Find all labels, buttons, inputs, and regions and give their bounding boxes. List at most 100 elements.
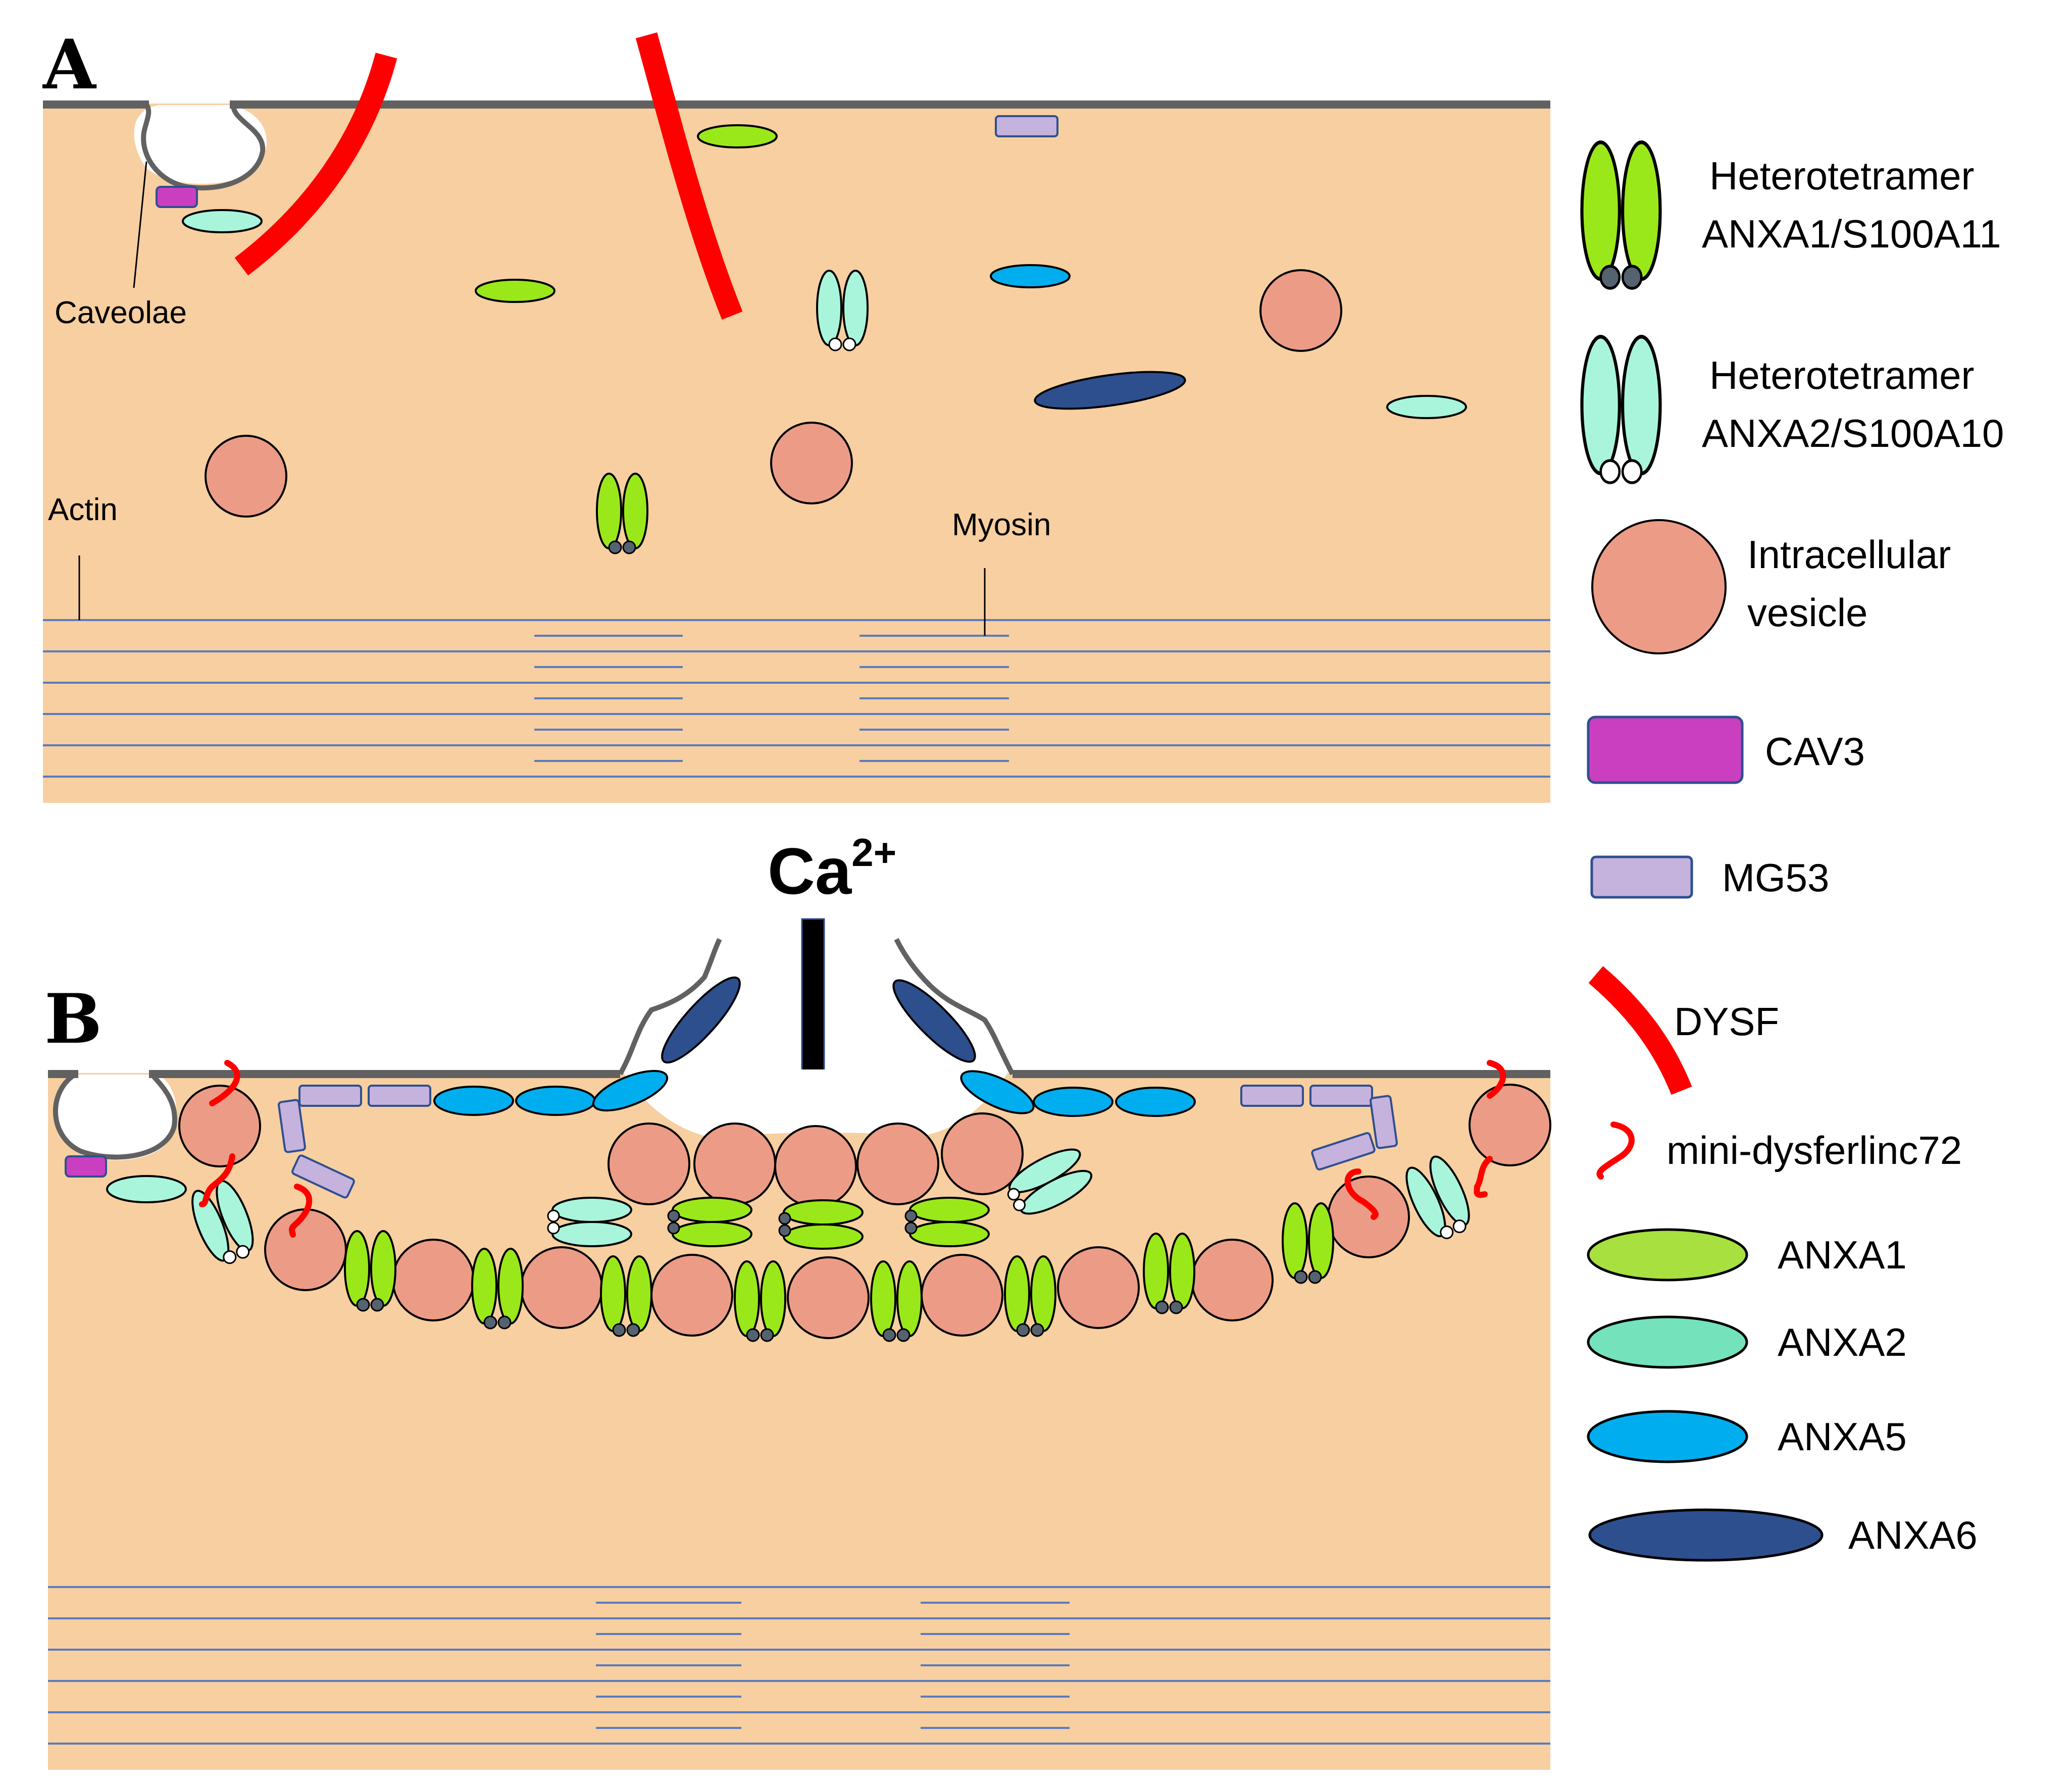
legend-anxa2-label: ANXA2 xyxy=(1778,1320,1907,1364)
legend-mini-dysferlin: mini-dysferlinc72 xyxy=(1596,1121,1962,1180)
vesicle-a-3 xyxy=(770,422,853,504)
vesicle-a-1 xyxy=(1259,269,1342,352)
caveolae-label: Caveolae xyxy=(55,295,187,330)
legend-anxa2: ANXA2 xyxy=(1587,1315,1907,1369)
caveola-b xyxy=(56,1075,177,1160)
mg53-b-4 xyxy=(1309,1085,1373,1107)
legend-dysf-icon xyxy=(1588,966,1692,1095)
membrane-wound xyxy=(621,1069,1010,1139)
vesicle-b-5 xyxy=(520,1246,603,1329)
vesicle-a-2 xyxy=(205,435,287,518)
legend-dysf: DYSF xyxy=(1588,966,1779,1095)
anxa5-b-3 xyxy=(592,1069,669,1112)
cav3-a xyxy=(156,186,198,208)
legend-vesicle-icon xyxy=(1591,519,1727,654)
legend-vesicle-line1: Intracellular xyxy=(1747,532,1951,577)
vesicle-b-2 xyxy=(1469,1084,1551,1166)
mg53-b-6 xyxy=(291,1154,355,1199)
torn-membrane-right xyxy=(894,938,1015,1076)
vesicle-b-4 xyxy=(392,1239,475,1321)
calcium-arrow-shaft xyxy=(801,918,825,1074)
legend-hetero1-line1: Heterotetramer xyxy=(1709,154,1975,198)
vesicle-b-6 xyxy=(650,1254,733,1337)
myosin-label: Myosin xyxy=(952,507,1051,542)
anxa1-a-1 xyxy=(697,124,778,148)
anxa5-b-2 xyxy=(515,1086,596,1116)
actin-label: Actin xyxy=(48,492,118,527)
panel-a: Caveolae Actin Myosin A xyxy=(42,24,1550,803)
anxa5-a xyxy=(990,264,1071,288)
caveola-outline-a xyxy=(141,103,266,191)
sarcomere-filaments-a xyxy=(43,619,1550,778)
mini-dysferlin-group xyxy=(199,1060,1506,1238)
anxa6-a xyxy=(1034,371,1186,410)
caveola-a xyxy=(134,105,267,184)
legend-anxa2-icon xyxy=(1587,1315,1748,1369)
calcium-label: Ca2+ xyxy=(768,830,896,908)
anxa5-b-6 xyxy=(1115,1087,1196,1117)
mg53-b-2 xyxy=(368,1085,431,1107)
panel-b-letter: B xyxy=(44,979,102,1059)
mg53-b-1 xyxy=(298,1085,362,1107)
dysf-a-1 xyxy=(234,53,397,276)
legend-minidysf-label: mini-dysferlinc72 xyxy=(1666,1128,1962,1172)
cav3-b xyxy=(65,1155,107,1178)
legend-vesicle-line2: vesicle xyxy=(1747,590,1867,635)
anxa5-b-5 xyxy=(1033,1087,1114,1117)
anxa2-a-2 xyxy=(1386,395,1467,419)
legend-heterotetramer-anxa2: Heterotetramer ANXA2/S100A10 xyxy=(1582,337,2004,483)
legend-hetero2-line1: Heterotetramer xyxy=(1709,353,1975,397)
legend-heterotetramer-anxa1: Heterotetramer ANXA1/S100A11 xyxy=(1582,142,2001,288)
legend-mg53: MG53 xyxy=(1590,855,1829,900)
mini-dysferlin-b-6 xyxy=(1344,1168,1379,1220)
anxa2-b-1 xyxy=(106,1175,187,1203)
legend-heterotetramer-anxa2-icon xyxy=(1582,337,1660,483)
vesicle-b-11 xyxy=(1327,1176,1410,1258)
caveola-outline-b xyxy=(53,1071,177,1160)
legend-anxa6-icon xyxy=(1588,1508,1824,1562)
legend-anxa1: ANXA1 xyxy=(1587,1228,1907,1282)
legend-hetero1-line2: ANXA1/S100A11 xyxy=(1702,212,2001,256)
mg53-b-7 xyxy=(1370,1095,1398,1149)
legend-anxa5-icon xyxy=(1587,1410,1748,1463)
caveolae-pointer xyxy=(133,161,147,288)
panel-b: B xyxy=(44,938,1551,1770)
mini-dysferlin-b-5 xyxy=(1474,1156,1493,1198)
vesicle-b-14 xyxy=(774,1125,857,1208)
legend-mg53-icon xyxy=(1590,855,1693,899)
legend-cav3-icon xyxy=(1587,716,1744,784)
vesicle-b-13 xyxy=(693,1122,776,1205)
legend-vesicle: Intracellular vesicle xyxy=(1591,519,1951,654)
legend-anxa5: ANXA5 xyxy=(1587,1410,1907,1463)
legend-anxa6-label: ANXA6 xyxy=(1848,1513,1978,1557)
vesicle-b-3 xyxy=(264,1208,347,1291)
mini-dysferlin-b-3 xyxy=(289,1184,313,1238)
legend-hetero2-line2: ANXA2/S100A10 xyxy=(1702,411,2004,455)
mg53-b-8 xyxy=(1311,1132,1376,1171)
anxa6-b-right xyxy=(892,979,976,1063)
mg53-a xyxy=(995,115,1058,137)
vesicle-b-9 xyxy=(1057,1246,1140,1329)
legend-anxa6: ANXA6 xyxy=(1588,1508,1978,1562)
calcium-influx: Ca2+ xyxy=(768,830,896,1100)
anxa2-a-1 xyxy=(182,209,263,233)
dysf-a-2 xyxy=(635,32,743,320)
legend-mg53-label: MG53 xyxy=(1722,855,1829,900)
legend-anxa5-label: ANXA5 xyxy=(1778,1414,1907,1459)
mini-dysferlin-b-2 xyxy=(199,1153,235,1207)
legend-mini-dysferlin-icon xyxy=(1596,1121,1635,1180)
anxa5-b-1 xyxy=(433,1086,514,1116)
legend-heterotetramer-anxa1-icon xyxy=(1582,142,1660,288)
anxa1-a-2 xyxy=(475,279,555,303)
vesicle-b-7 xyxy=(787,1256,870,1339)
legend: Heterotetramer ANXA1/S100A11 Heterotetra… xyxy=(1582,142,2004,1562)
legend-cav3-label: CAV3 xyxy=(1765,729,1865,774)
anxa6-b-left xyxy=(661,976,741,1064)
vesicle-b-10 xyxy=(1191,1239,1274,1321)
legend-anxa1-label: ANXA1 xyxy=(1778,1233,1907,1277)
vesicle-b-15 xyxy=(856,1122,939,1205)
mg53-b-5 xyxy=(278,1099,306,1153)
vesicle-b-8 xyxy=(921,1254,1003,1337)
legend-dysf-label: DYSF xyxy=(1674,999,1779,1044)
